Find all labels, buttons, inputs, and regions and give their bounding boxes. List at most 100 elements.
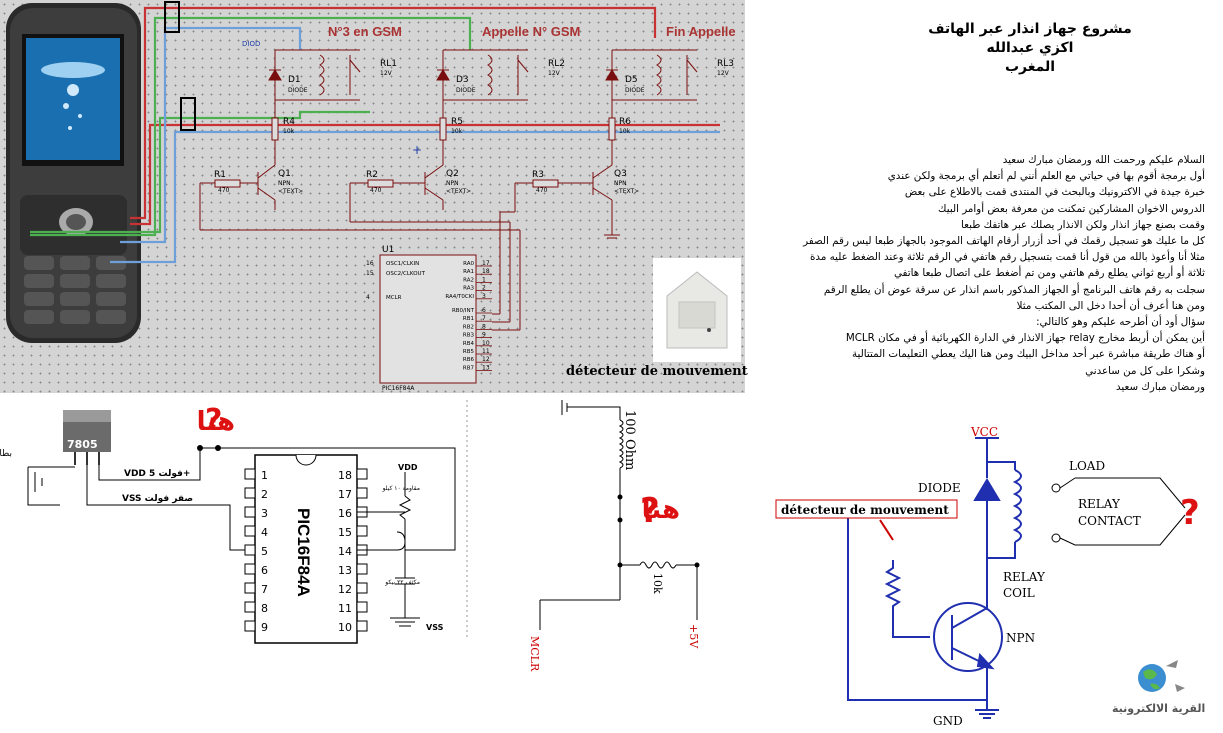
dip-pin-pad: [244, 544, 256, 556]
message-line: أول برمجة أقوم بها في حياتي مع العلم أنن…: [887, 170, 1205, 183]
message-line: الدروس الاخوان المشاركين تمكنت من معرفة …: [938, 202, 1205, 215]
here-label-1: هنا: [197, 407, 235, 437]
transistor-type-2: NPN: [446, 180, 459, 187]
chip-left-pin-num: 4: [366, 294, 370, 301]
chip-right-pin-name: RA2: [463, 277, 474, 283]
dip-right-pin-num: 15: [338, 526, 352, 539]
relay-stage-2: [436, 49, 529, 165]
relay-ref-1: RL1: [380, 59, 397, 69]
logo-text: القرية الالكترونية: [1112, 702, 1206, 715]
relay-volt-3: 12V: [717, 70, 730, 77]
message-line: مثلا أنا وأعوذ بالله من قول أنا قمت بتسج…: [810, 251, 1205, 264]
chip-part: PIC16F84A: [382, 385, 415, 392]
res-top-ref-3: R6: [619, 117, 631, 127]
relay-contact-label-1: RELAY: [1078, 497, 1121, 511]
res-base-val-3: 470: [536, 187, 548, 194]
dip-chip-name: PIC16F84A: [294, 508, 313, 597]
label-fin-appelle: Fin Appelle: [666, 24, 736, 39]
question-mark-2: ?: [640, 491, 660, 531]
title-block: مشروع جهاز انذار عبر الهاتف اكزي عبدالله…: [880, 20, 1180, 77]
label-n3-gsm: N°3 en GSM: [328, 24, 402, 39]
chip-right-pin-num: 13: [482, 364, 490, 371]
title-line-3: المغرب: [1004, 59, 1056, 75]
chip-right-pin-name: RB7: [463, 365, 475, 371]
dip-left-pin-num: 8: [261, 602, 268, 615]
load-label: LOAD: [1069, 459, 1105, 473]
transistor-type-3: NPN: [614, 180, 627, 187]
dip-pin-pad: [356, 487, 368, 499]
dip-pin-pad: [244, 620, 256, 632]
diode-ref-3: D5: [625, 75, 638, 85]
dip-pin-pad: [356, 582, 368, 594]
diode-part-1: DIODE: [288, 87, 308, 94]
relay-ref-2: RL2: [548, 59, 565, 69]
chip-right-pin-name: RB0/INT: [452, 308, 475, 314]
question-mark-3: ?: [1180, 493, 1200, 533]
dip-right-pin-num: 10: [338, 621, 352, 634]
message-line: أو هناك طريقة مباشرة عبر أحد مداخل البيك…: [852, 348, 1205, 361]
res-base-val-1: 470: [218, 187, 230, 194]
diode-ref-2: D3: [456, 75, 469, 85]
transistor-text-1: <TEXT>: [278, 188, 303, 195]
dip-right-pin-num: 18: [338, 469, 352, 482]
diode-part-3: DIODE: [625, 87, 645, 94]
chip-right-pin-name: RB5: [463, 349, 475, 355]
title-line-2: اكزي عبدالله: [986, 40, 1074, 56]
chip-right-pin-num: 6: [482, 307, 486, 314]
message-line: سؤال أود أن أطرحه عليكم وهو كالتالي:: [1036, 316, 1205, 329]
chip-right-pin-num: 2: [482, 285, 486, 292]
res-top-ref-1: R4: [283, 117, 295, 127]
dip-pin-pad: [244, 525, 256, 537]
label-appelle-gsm: Appelle N° GSM: [482, 24, 580, 39]
mclr-circuit: 100 Ohm 10k MCLR +5V ? هنا: [528, 400, 700, 672]
dip-pin-pad: [244, 582, 256, 594]
res-top-val-3: 10k: [619, 128, 631, 135]
chip-right-pin-num: 8: [482, 323, 486, 330]
dip-right-pin-num: 14: [338, 545, 352, 558]
logo-icon: [1138, 660, 1185, 692]
transistor-type-1: NPN: [278, 180, 291, 187]
capacitor-note: مكثف ٢٢ بيكو: [384, 579, 420, 586]
detector-photo: [653, 258, 741, 362]
message-line: ومن هنا أعرف أن أحدا دخل الى المكتب مثلا: [1016, 299, 1205, 312]
phone-image: [6, 3, 141, 343]
dip-left-pin-num: 2: [261, 488, 268, 501]
chip-left-pin-name: OSC2/CLKOUT: [386, 271, 426, 277]
chip-right-pin-num: 7: [482, 315, 486, 322]
dip-pin-pad: [356, 563, 368, 575]
dip-right-pin-num: 16: [338, 507, 352, 520]
npn-label: NPN: [1006, 631, 1035, 645]
relay-circuit: détecteur de mouvement VCC DIODE RELAY C…: [775, 425, 1200, 728]
crosshair-icon: +: [412, 143, 422, 157]
chip-right-pin-name: RB1: [463, 316, 474, 322]
dip-pin-pad: [244, 601, 256, 613]
transistor-ref-2: Q2: [446, 169, 459, 179]
relay-volt-2: 12V: [548, 70, 561, 77]
dip-right-pin-num: 12: [338, 583, 352, 596]
chip-right-pin-num: 12: [482, 356, 490, 363]
diode-text-label: DIOD: [242, 40, 260, 48]
chip-right-pin-name: RB2: [463, 324, 474, 330]
vss-wire-label: VSS صفر فولت: [122, 494, 193, 504]
res-base-ref-1: R1: [214, 170, 226, 180]
res-top-val-1: 10k: [283, 128, 295, 135]
chip-right-pin-name: RB4: [463, 341, 475, 347]
mclr-r1-label: 100 Ohm: [622, 410, 637, 470]
dip-left-pin-num: 4: [261, 526, 268, 539]
message-line: وشكرا على كل من ساعدني: [1085, 364, 1205, 377]
dip-left-pin-num: 7: [261, 583, 268, 596]
dip-pin-pad: [356, 620, 368, 632]
question-mark-1: ?: [205, 403, 222, 438]
chip-right-pin-num: 9: [482, 332, 486, 339]
red-wire: [879, 519, 894, 541]
chip-right-pin-name: RA1: [463, 269, 474, 275]
battery-label: بطارية ٩ فولت: [0, 449, 12, 459]
dip-right-pin-num: 11: [338, 602, 352, 615]
chip-right-pin-name: RB3: [463, 333, 475, 339]
res-base-ref-2: R2: [366, 170, 378, 180]
transistor-labels: R1 470 Q1 NPN <TEXT> R2 470 Q2 NPN <TEXT…: [214, 169, 639, 195]
dip-left-pin-num: 6: [261, 564, 268, 577]
chip-right-pin-num: 1: [482, 276, 486, 283]
dip-pin-pad: [244, 468, 256, 480]
